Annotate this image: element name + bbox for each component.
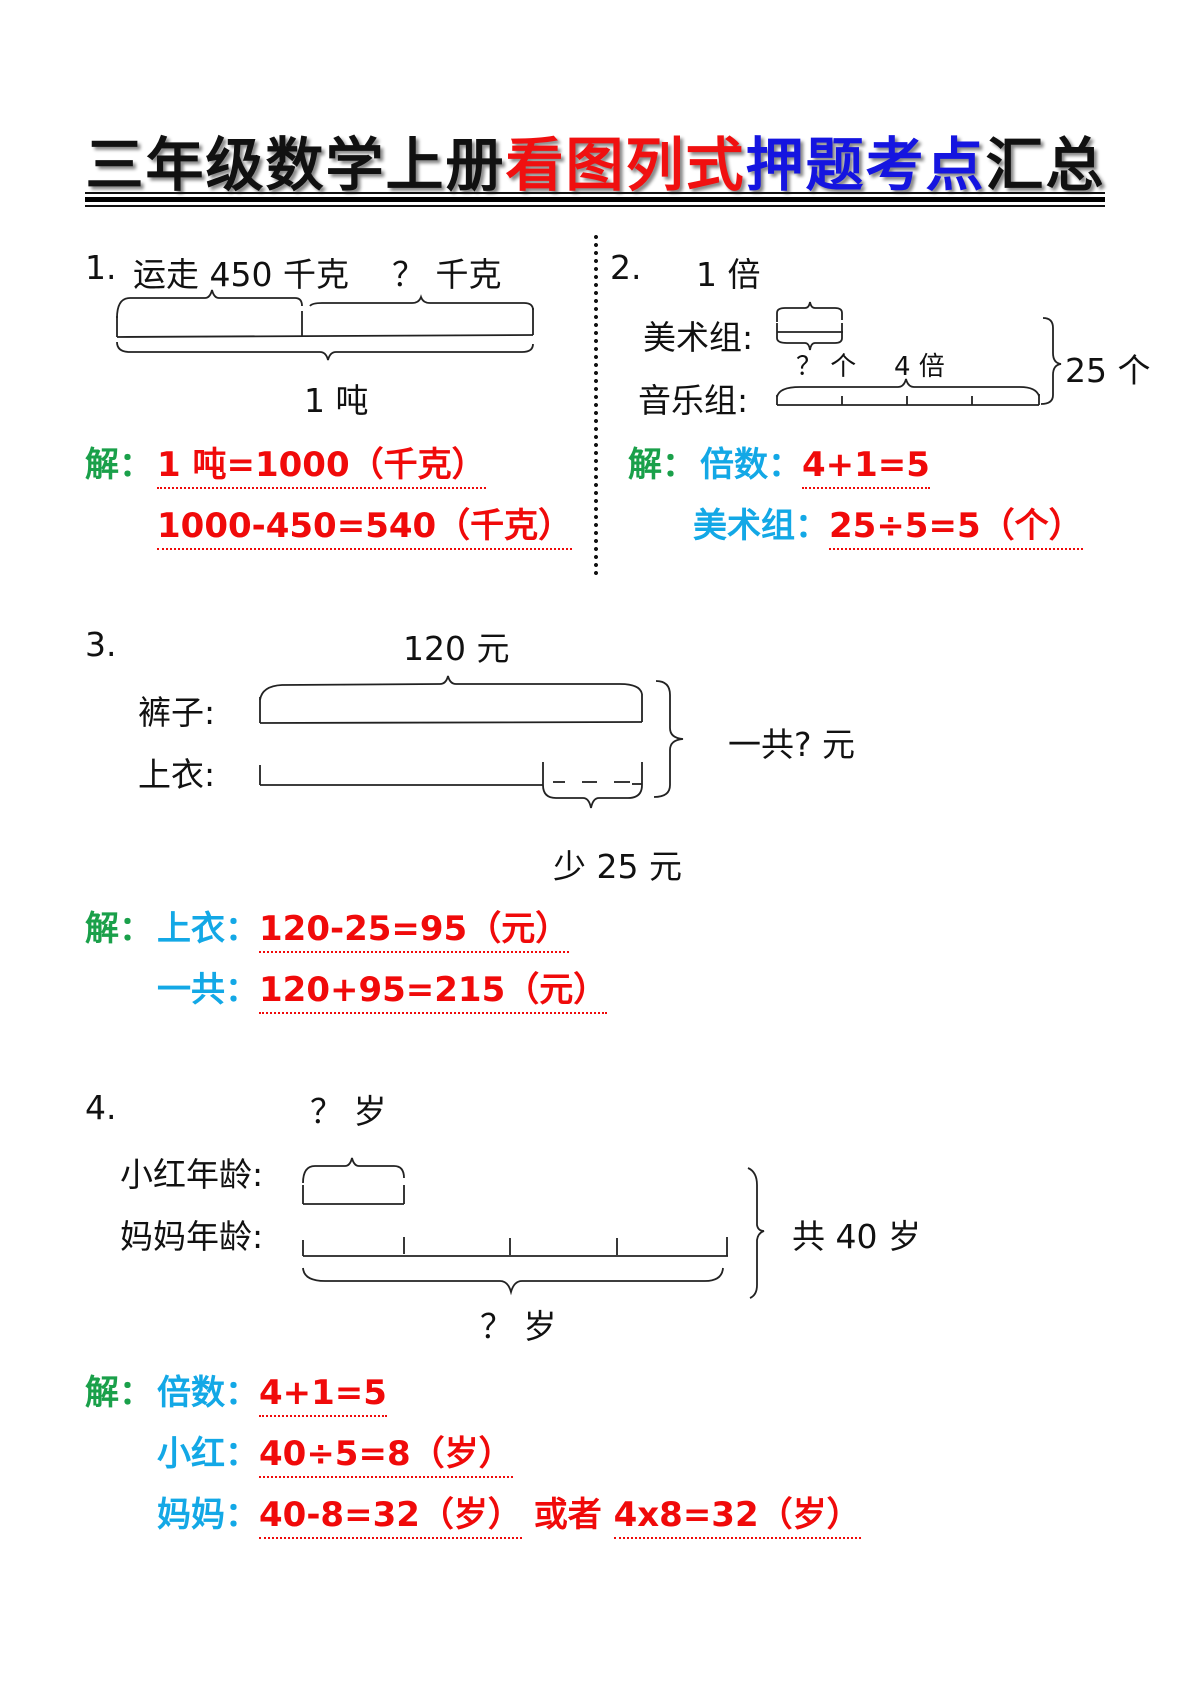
problem-2-music-group-label: 音乐组:	[638, 381, 749, 420]
title-part-topic: 看图列式	[505, 131, 746, 199]
dotted-column-divider	[594, 233, 598, 579]
problem-3-pants-price-label: 120 元	[403, 629, 510, 668]
title-rule-thin-bottom	[85, 205, 1105, 207]
title-part-exam: 押题考点	[745, 131, 986, 199]
problem-3-step-2-label: 一共：	[157, 970, 259, 1010]
brace-icon	[116, 289, 303, 319]
problem-2-step-1-label: 倍数：	[700, 445, 802, 485]
problem-2-step-1: 倍数：4+1=5	[700, 437, 930, 489]
problem-4-step-2: 小红：40÷5=8（岁）	[157, 1426, 513, 1478]
problem-4-mom-age-unknown: ？ 岁	[480, 1307, 557, 1346]
problem-4-step-1-answer: 4+1=5	[259, 1373, 387, 1417]
problem-4-step-2-answer: 40÷5=8（岁）	[259, 1434, 513, 1478]
problem-1-diagram	[116, 289, 534, 361]
problem-4-number: 4.	[85, 1088, 117, 1127]
title-rule-thin-top	[85, 192, 1105, 194]
problem-2-step-2-label: 美术组：	[693, 506, 829, 546]
page-title: 三年级数学上册看图列式押题考点汇总	[0, 118, 1191, 202]
problem-1-total-label: 1 吨	[304, 381, 369, 420]
problem-1-moved-label: 运走 450 千克	[133, 255, 349, 294]
problem-4-step-1-label: 倍数：	[157, 1373, 259, 1413]
problem-2-solution-prefix: 解：	[628, 445, 696, 485]
title-rule-thick	[85, 197, 1105, 202]
problem-3-step-1-answer: 120-25=95（元）	[259, 909, 570, 953]
problem-3-difference-label: 少 25 元	[553, 847, 682, 886]
problem-3-shirt-label: 上衣:	[138, 755, 216, 794]
title-part-grade: 三年级数学上册	[85, 131, 506, 199]
brace-icon	[116, 341, 534, 361]
problem-1-step-1-answer: 1 吨=1000（千克）	[157, 445, 486, 489]
problem-2-step-1-answer: 4+1=5	[802, 445, 930, 489]
problem-4-step-3: 妈妈：40-8=32（岁） 或者 4x8=32（岁）	[157, 1487, 861, 1539]
problem-3-diagram	[259, 675, 684, 809]
problem-3-pants-label: 裤子:	[138, 693, 216, 732]
problem-4-step-1: 倍数：4+1=5	[157, 1365, 387, 1417]
problem-1-step-2: 1000-450=540（千克）	[157, 498, 573, 550]
title-part-summary: 汇总	[985, 131, 1106, 199]
problem-4-step-2-label: 小红：	[157, 1434, 259, 1474]
problem-2-diagram	[776, 301, 1062, 406]
problem-1-solution-prefix: 解：	[85, 445, 153, 485]
problem-4-mom-label: 妈妈年龄:	[120, 1217, 264, 1256]
problem-2-number: 2.	[610, 248, 642, 287]
problem-1-step-2-answer: 1000-450=540（千克）	[157, 506, 573, 550]
problem-4-diagram	[302, 1157, 765, 1299]
problem-3-step-1-label: 上衣：	[157, 909, 259, 949]
problem-1-unknown-label: ？ 千克	[392, 255, 502, 294]
problem-4-xiaohong-age-unknown: ？ 岁	[310, 1092, 387, 1131]
problem-4-step-3-connector: 或者	[533, 1495, 602, 1535]
problem-4-step-3-answer: 40-8=32（岁）	[259, 1495, 522, 1539]
problem-2-step-2: 美术组：25÷5=5（个）	[693, 498, 1083, 550]
problem-3-step-2: 一共：120+95=215（元）	[157, 962, 608, 1014]
problem-3-step-1: 上衣：120-25=95（元）	[157, 901, 570, 953]
problem-1-number: 1.	[85, 248, 117, 287]
problem-4-solution-prefix: 解：	[85, 1373, 153, 1413]
problem-1-step-1: 1 吨=1000（千克）	[157, 437, 486, 489]
problem-3-step-2-answer: 120+95=215（元）	[259, 970, 608, 1014]
problem-2-one-times-label: 1 倍	[696, 255, 761, 294]
problem-4-xiaohong-label: 小红年龄:	[120, 1155, 264, 1194]
brace-icon	[309, 294, 534, 311]
problem-3-number: 3.	[85, 625, 117, 664]
problem-2-total-label: 25 个	[1065, 351, 1151, 390]
problem-2-step-2-answer: 25÷5=5（个）	[829, 506, 1083, 550]
problem-2-unknown-count-label: ？ 个	[796, 352, 857, 382]
problem-4-step-3-label: 妈妈：	[157, 1495, 259, 1535]
problem-4-step-3-answer-alt: 4x8=32（岁）	[613, 1495, 861, 1539]
problem-3-total-label: 一共? 元	[728, 725, 856, 764]
problem-2-art-group-label: 美术组:	[643, 318, 754, 357]
problem-3-solution-prefix: 解：	[85, 909, 153, 949]
problem-2-four-times-label: 4 倍	[894, 352, 945, 382]
problem-4-total-label: 共 40 岁	[792, 1217, 921, 1256]
